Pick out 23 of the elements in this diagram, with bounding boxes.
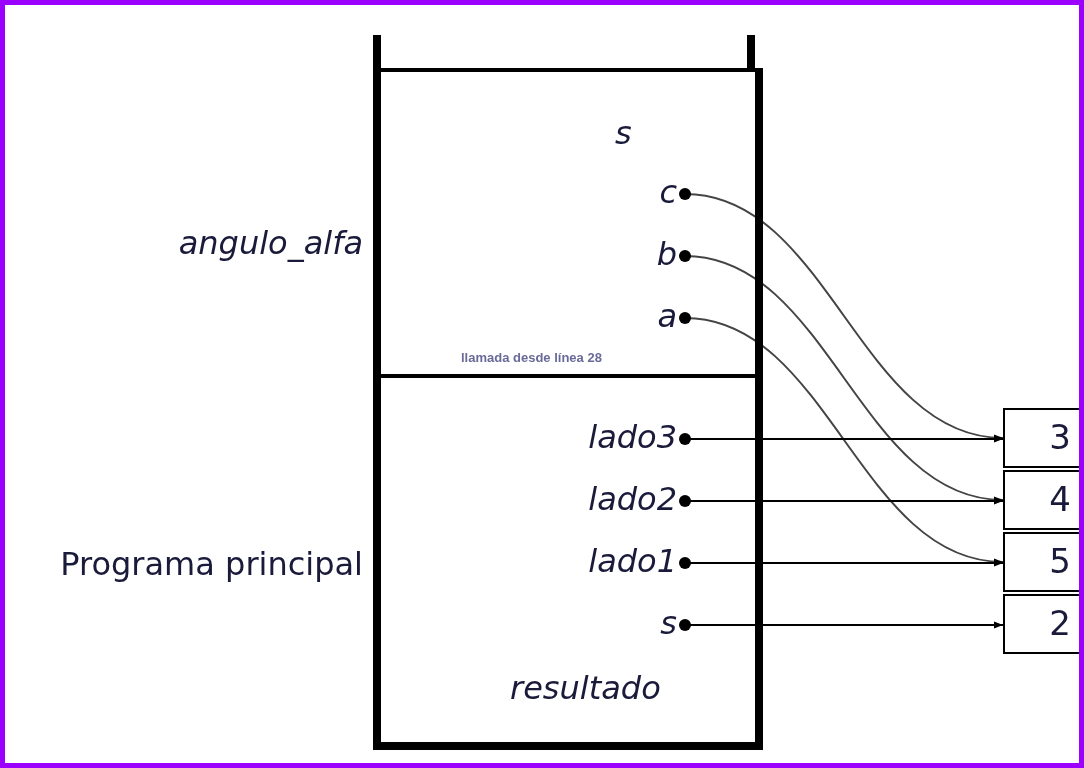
variable-name: lado2	[588, 479, 677, 519]
arrow	[679, 557, 1004, 569]
arrow	[679, 312, 1004, 565]
note-text: llamada desde línea 28	[461, 350, 602, 365]
frame-label: angulo_alfa	[178, 223, 363, 263]
variable-name: lado1	[588, 541, 677, 581]
variable-name: s	[660, 603, 677, 643]
frame-label: Programa principal	[60, 544, 363, 584]
value-box: 2	[1003, 594, 1079, 654]
arrow	[679, 250, 1004, 503]
arrow	[679, 619, 1004, 631]
variable-name: resultado	[510, 668, 661, 708]
value-box: 4	[1003, 470, 1079, 530]
value-box: 5	[1003, 532, 1079, 592]
variable-name: a	[657, 296, 677, 336]
arrow	[679, 433, 1004, 445]
arrow	[679, 188, 1004, 441]
variable-name: c	[659, 172, 677, 212]
arrow	[679, 495, 1004, 507]
variable-name: s	[615, 113, 632, 153]
value-box: 3	[1003, 408, 1079, 468]
variable-name: b	[656, 234, 677, 274]
variable-name: lado3	[588, 417, 677, 457]
